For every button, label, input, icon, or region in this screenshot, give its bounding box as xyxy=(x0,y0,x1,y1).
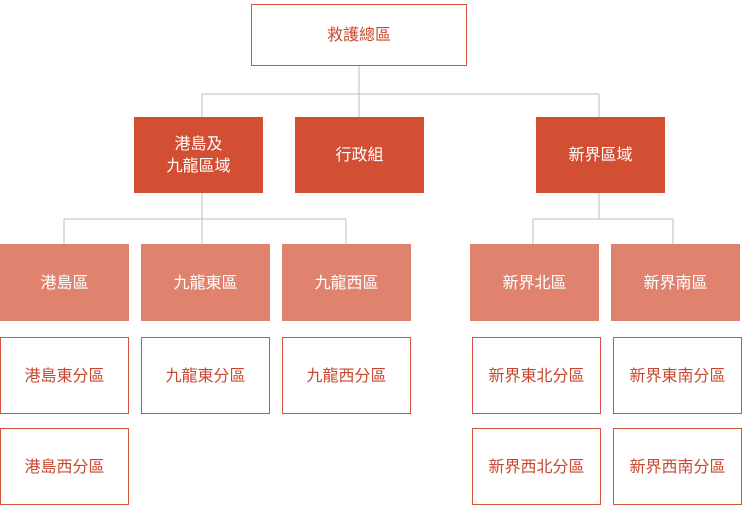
node-label: 新界區域 xyxy=(568,145,633,164)
node-label-line1: 港島及 xyxy=(174,134,223,153)
node-kowloon-west-division: 九龍西分區 xyxy=(282,337,411,414)
node-nt-northwest-division: 新界西北分區 xyxy=(472,428,601,505)
node-label: 救護總區 xyxy=(326,25,391,44)
node-hk-island-district: 港島區 xyxy=(0,244,129,321)
node-nt-region: 新界區域 xyxy=(536,117,665,193)
node-label: 港島西分區 xyxy=(24,456,105,476)
node-label: 九龍東分區 xyxy=(165,365,246,385)
node-nt-northeast-division: 新界東北分區 xyxy=(472,337,601,414)
node-nt-south-district: 新界南區 xyxy=(611,244,740,321)
node-nt-north-district: 新界北區 xyxy=(470,244,599,321)
node-label: 新界西南分區 xyxy=(629,456,726,476)
node-ambulance-command: 救護總區 xyxy=(251,4,467,66)
node-label: 九龍東區 xyxy=(173,272,238,292)
node-label: 新界北區 xyxy=(502,272,567,292)
node-label: 新界南區 xyxy=(643,272,708,292)
node-nt-southeast-division: 新界東南分區 xyxy=(613,337,742,414)
node-label: 新界東北分區 xyxy=(488,365,585,385)
node-label: 港島東分區 xyxy=(24,365,105,385)
node-kowloon-east-district: 九龍東區 xyxy=(141,244,270,321)
node-label: 港島區 xyxy=(40,272,89,292)
node-label: 新界東南分區 xyxy=(629,365,726,385)
node-hk-east-division: 港島東分區 xyxy=(0,337,129,414)
node-admin-unit: 行政組 xyxy=(295,117,424,193)
node-label-line2: 九龍區域 xyxy=(166,156,231,175)
node-hk-west-division: 港島西分區 xyxy=(0,428,129,505)
node-kowloon-east-division: 九龍東分區 xyxy=(141,337,270,414)
node-label: 九龍西分區 xyxy=(306,365,387,385)
node-hk-kowloon-region: 港島及 九龍區域 xyxy=(134,117,263,193)
node-label: 新界西北分區 xyxy=(488,456,585,476)
node-label: 九龍西區 xyxy=(314,272,379,292)
node-label: 行政組 xyxy=(335,145,384,164)
node-nt-southwest-division: 新界西南分區 xyxy=(613,428,742,505)
node-kowloon-west-district: 九龍西區 xyxy=(282,244,411,321)
